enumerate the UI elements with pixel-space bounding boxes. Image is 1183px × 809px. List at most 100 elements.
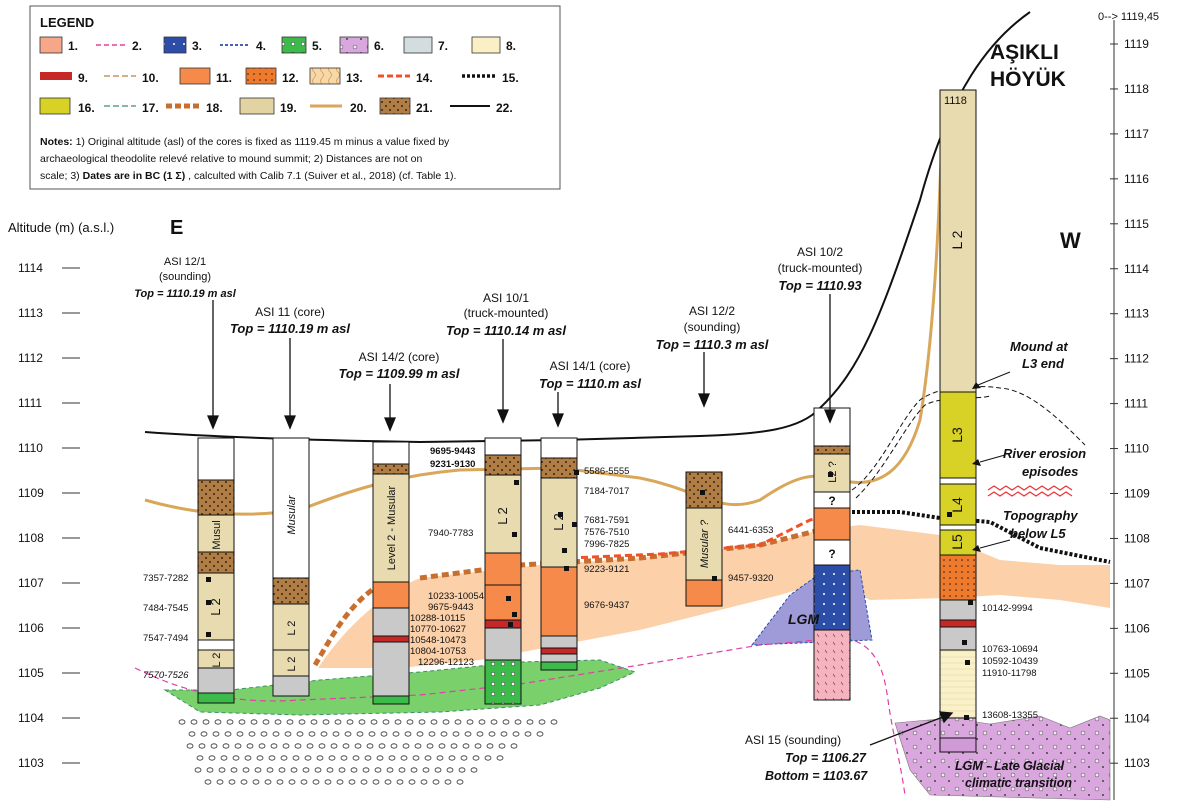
gravel-pebble (362, 767, 370, 773)
date-label: 10592-10439 (982, 656, 1038, 667)
date-label: 9676-9437 (584, 600, 629, 611)
gravel-pebble (414, 743, 422, 749)
svg-text:(sounding): (sounding) (684, 320, 741, 334)
date-label: 10288-10115 (410, 613, 465, 624)
left-axis-tick-label: 1107 (18, 576, 44, 590)
sample-marker (574, 470, 579, 475)
gravel-pebble (346, 719, 354, 725)
legend-item-10: 10. (142, 71, 159, 85)
svg-text:(sounding): (sounding) (159, 271, 211, 283)
date-label: 9457-9320 (728, 573, 773, 584)
core-layer (372, 463, 410, 475)
core-layer (939, 554, 977, 601)
core-layer (813, 507, 851, 541)
legend-notes-1: Notes: 1) Original altitude (asl) of the… (40, 136, 450, 148)
svg-text:ASI 10/1: ASI 10/1 (483, 291, 529, 305)
gravel-pebble (282, 743, 290, 749)
core-unit-label: L3 (949, 427, 965, 443)
gravel-pebble (262, 719, 270, 725)
gravel-pebble (236, 731, 244, 737)
core-layer (372, 635, 410, 643)
gravel-pebble (512, 731, 520, 737)
legend-item-8: 8. (506, 39, 516, 53)
core-layer (272, 649, 310, 677)
core-layer (939, 89, 977, 393)
east-label: E (170, 217, 183, 239)
legend-notes-3: scale; 3) Dates are in BC (1 Σ) , calcul… (40, 170, 456, 182)
gravel-pebble (238, 719, 246, 725)
date-label: 10548-10473 (410, 635, 466, 646)
date-label: 7996-7825 (584, 539, 629, 550)
date-label: 10804-10753 (410, 646, 466, 657)
sample-marker (562, 548, 567, 553)
gravel-pebble (266, 767, 274, 773)
gravel-pebble (252, 779, 260, 785)
legend-item-9: 9. (78, 71, 88, 85)
gravel-pebble (456, 779, 464, 785)
svg-text:ASI 12/2: ASI 12/2 (689, 304, 735, 318)
core-layer (813, 407, 851, 447)
gravel-pebble (510, 743, 518, 749)
core-layer (197, 437, 235, 481)
gravel-pebble (382, 719, 390, 725)
core-layer (197, 479, 235, 516)
gravel-pebble (226, 719, 234, 725)
core-layer (939, 524, 977, 531)
gravel-pebble (458, 767, 466, 773)
gravel-pebble (462, 743, 470, 749)
gravel-pebble (288, 779, 296, 785)
gravel-pebble (364, 755, 372, 761)
svg-text:ASI 10/2: ASI 10/2 (797, 245, 843, 259)
gravel-pebble (394, 719, 402, 725)
core-unit-label: L 2 (551, 513, 566, 531)
legend-item-12: 12. (282, 71, 299, 85)
core-asi10-2 (813, 407, 851, 701)
topography-label-1: Topography (1003, 508, 1078, 523)
legend-item-13: 13. (346, 71, 363, 85)
date-label: 7570-7526 (143, 670, 189, 681)
date-label: 10233-10054 (428, 591, 484, 602)
date-label: 9231-9130 (430, 459, 475, 470)
gravel-pebble (268, 755, 276, 761)
gravel-pebble (488, 731, 496, 737)
right-axis-tick-label: 1110 (1124, 442, 1149, 456)
core-layer (372, 441, 410, 465)
gravel-pebble (390, 743, 398, 749)
sample-marker (712, 576, 717, 581)
core-layer (939, 626, 977, 651)
gravel-pebble (250, 719, 258, 725)
gravel-pebble (386, 767, 394, 773)
left-axis-tick-label: 1113 (18, 306, 43, 320)
legend: LEGEND 1. 2. 3. 4. 5. 6. 7. 8. 9. 10. 11… (29, 5, 561, 190)
gravel-pebble (398, 767, 406, 773)
legend-notes-2: archaeological theodolite relevé relativ… (40, 153, 422, 165)
site-name-line1: AŞIKLI (990, 41, 1059, 64)
gravel-pebble (536, 731, 544, 737)
gravel-pebble (450, 743, 458, 749)
gravel-pebble (428, 731, 436, 737)
gravel-pebble (490, 719, 498, 725)
gravel-pebble (210, 743, 218, 749)
svg-text:(truck-mounted): (truck-mounted) (778, 261, 863, 275)
core-layer (939, 737, 977, 753)
gravel-pebble (550, 719, 558, 725)
gravel-pebble (358, 719, 366, 725)
gravel-pebble (368, 731, 376, 737)
red-dashed-line (569, 508, 851, 560)
core-layer (939, 529, 977, 556)
date-label: 13608-13355 (982, 710, 1038, 721)
core-layer (484, 454, 522, 476)
right-axis-tick-label: 1105 (1124, 666, 1150, 680)
gravel-pebble (400, 755, 408, 761)
gravel-pebble (484, 755, 492, 761)
core-layer (685, 579, 723, 607)
gravel-pebble (422, 767, 430, 773)
sample-marker (962, 640, 967, 645)
core-unit-label: L2 ? (827, 461, 839, 482)
sample-marker (206, 600, 211, 605)
core-header-asi12-2: ASI 12/2 (sounding) Top = 1110.3 m asl (656, 304, 769, 352)
right-axis-tick-label: 1106 (1124, 621, 1150, 635)
gravel-pebble (502, 719, 510, 725)
date-label: 9675-9443 (428, 602, 473, 613)
legend-item-1: 1. (68, 39, 78, 53)
